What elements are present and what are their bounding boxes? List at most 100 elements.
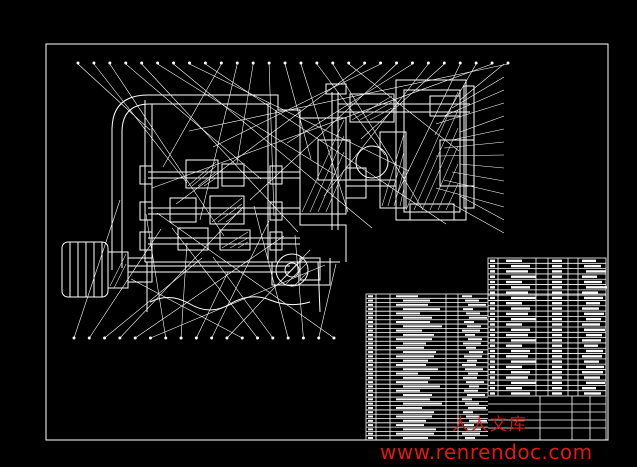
leader-dot: [317, 336, 321, 340]
leader-line: [459, 163, 505, 169]
hatch-large-gear: [381, 133, 405, 207]
bom-cell-glyph: [462, 363, 476, 366]
lower-gear: [275, 253, 309, 287]
parts-cell-glyph: [584, 392, 601, 395]
leader-line: [135, 235, 285, 339]
bom-cell-glyph: [368, 321, 373, 323]
parts-cell-glyph: [511, 317, 536, 321]
top-shaft-cap: [325, 83, 347, 95]
parts-cell-glyph: [490, 328, 495, 331]
parts-cell-glyph: [552, 344, 562, 347]
parts-cell-glyph: [490, 280, 495, 284]
parts-cell-glyph: [552, 296, 562, 300]
bom-cell-glyph: [368, 428, 373, 431]
bom-cell-glyph: [368, 411, 373, 414]
bom-cell-glyph: [403, 394, 432, 396]
leader-dot: [426, 61, 430, 65]
bom-cell-glyph: [469, 385, 479, 388]
bom-cell-glyph: [469, 419, 487, 422]
right-shaft: [346, 179, 396, 187]
leader-dot: [379, 61, 383, 65]
pinion: [355, 145, 389, 179]
bom-cell-glyph: [368, 363, 373, 366]
parts-cell-glyph: [506, 270, 528, 273]
hatch-gear-1: [187, 161, 217, 187]
leader-dot: [235, 61, 239, 65]
bom-cell-glyph: [403, 428, 436, 431]
bom-cell-glyph: [368, 299, 373, 302]
leader-line: [451, 76, 505, 109]
parts-cell-glyph: [582, 386, 596, 390]
bom-cell-glyph: [403, 359, 428, 362]
parts-cell-glyph: [511, 392, 530, 395]
parts-cell-glyph: [584, 280, 602, 284]
leader-dot: [203, 61, 207, 65]
parts-cell-glyph: [490, 312, 495, 316]
outer-flange: [463, 85, 475, 209]
bom-cell-glyph: [368, 295, 373, 298]
parts-cell-glyph: [584, 296, 603, 300]
bom-cell-glyph: [403, 419, 426, 422]
bom-cell-glyph: [368, 342, 373, 345]
parts-cell-glyph: [552, 349, 562, 353]
bom-cell-glyph: [468, 338, 482, 341]
leader-line: [212, 63, 381, 148]
leader-line: [268, 63, 275, 217]
leader-line: [196, 271, 229, 339]
bearing-right-3: [269, 231, 283, 251]
shaft-3: [148, 237, 300, 245]
leader-line: [451, 128, 505, 141]
bom-cell-glyph: [396, 346, 424, 349]
leader-line: [348, 63, 460, 152]
leader-line: [109, 63, 225, 237]
bom-cell-glyph: [463, 342, 481, 345]
housing-outline: [111, 94, 301, 270]
parts-cell-glyph: [511, 360, 536, 363]
leader-dot: [108, 61, 112, 65]
parts-cell-glyph: [490, 365, 495, 369]
bom-cell-glyph: [368, 402, 373, 405]
leader-dot: [283, 61, 287, 65]
parts-cell-glyph: [490, 307, 495, 310]
bom-cell-glyph: [462, 295, 472, 298]
bom-cell-glyph: [396, 372, 418, 375]
leader-line: [145, 213, 167, 339]
leader-dot: [286, 336, 290, 340]
parts-cell-glyph: [490, 317, 495, 321]
parts-cell-glyph: [490, 259, 495, 262]
leader-line: [171, 227, 258, 339]
bom-cell-glyph: [467, 359, 477, 362]
parts-cell-glyph: [490, 333, 495, 337]
lower-housing-edge: [146, 261, 321, 313]
bom-cell-glyph: [368, 415, 373, 418]
leader-dot: [256, 336, 260, 340]
leader-line: [205, 63, 447, 225]
parts-cell-glyph: [552, 333, 562, 337]
parts-cell-glyph: [490, 355, 495, 358]
motor-body: [61, 241, 109, 298]
bearing-left-1: [139, 165, 153, 185]
parts-cell-glyph: [552, 328, 562, 331]
hatch-gear-4: [211, 197, 243, 223]
leader-lines: [72, 61, 510, 340]
bom-cell-glyph: [464, 355, 482, 358]
leader-dot: [92, 61, 96, 65]
leader-dot: [164, 336, 168, 340]
bom-cell-glyph: [403, 342, 426, 345]
parts-cell-glyph: [511, 264, 530, 268]
leader-line: [253, 205, 289, 339]
bom-cell-glyph: [463, 376, 477, 379]
leader-line: [89, 228, 162, 339]
bom-cell-glyph: [368, 368, 373, 371]
bom-cell-glyph: [368, 308, 373, 311]
leader-line: [318, 263, 337, 339]
parts-cell-glyph: [552, 339, 562, 342]
leader-dot: [410, 61, 414, 65]
leader-dot: [331, 61, 335, 65]
leader-dot: [299, 61, 303, 65]
leader-dot: [458, 61, 462, 65]
bearing-right-1: [269, 165, 283, 185]
bom-cell-glyph: [396, 415, 432, 418]
leader-line: [211, 220, 270, 339]
bom-cell-glyph: [469, 351, 483, 354]
